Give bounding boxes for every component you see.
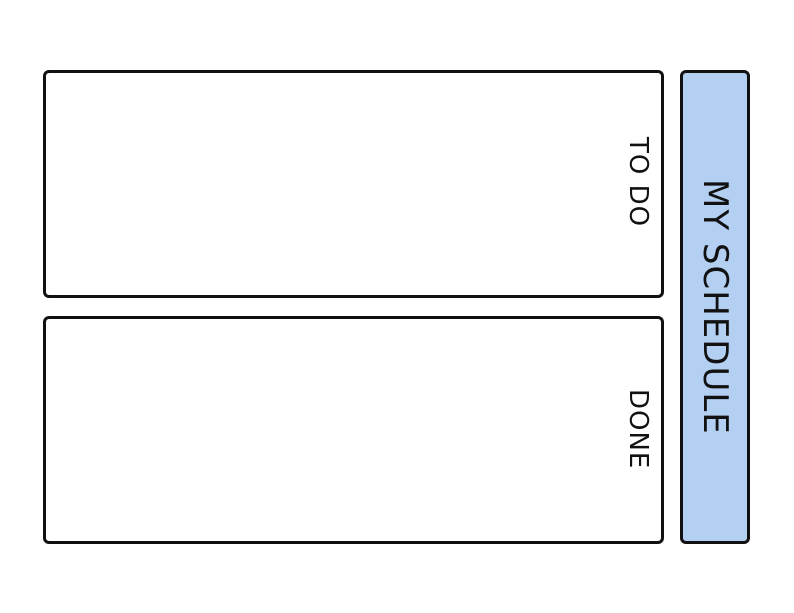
todo-label: TO DO xyxy=(623,137,653,228)
done-label: DONE xyxy=(623,389,653,470)
done-panel: DONE xyxy=(43,316,664,544)
page-title: MY SCHEDULE xyxy=(695,179,735,435)
todo-panel: TO DO xyxy=(43,70,664,298)
schedule-title-bar: MY SCHEDULE xyxy=(680,70,750,544)
